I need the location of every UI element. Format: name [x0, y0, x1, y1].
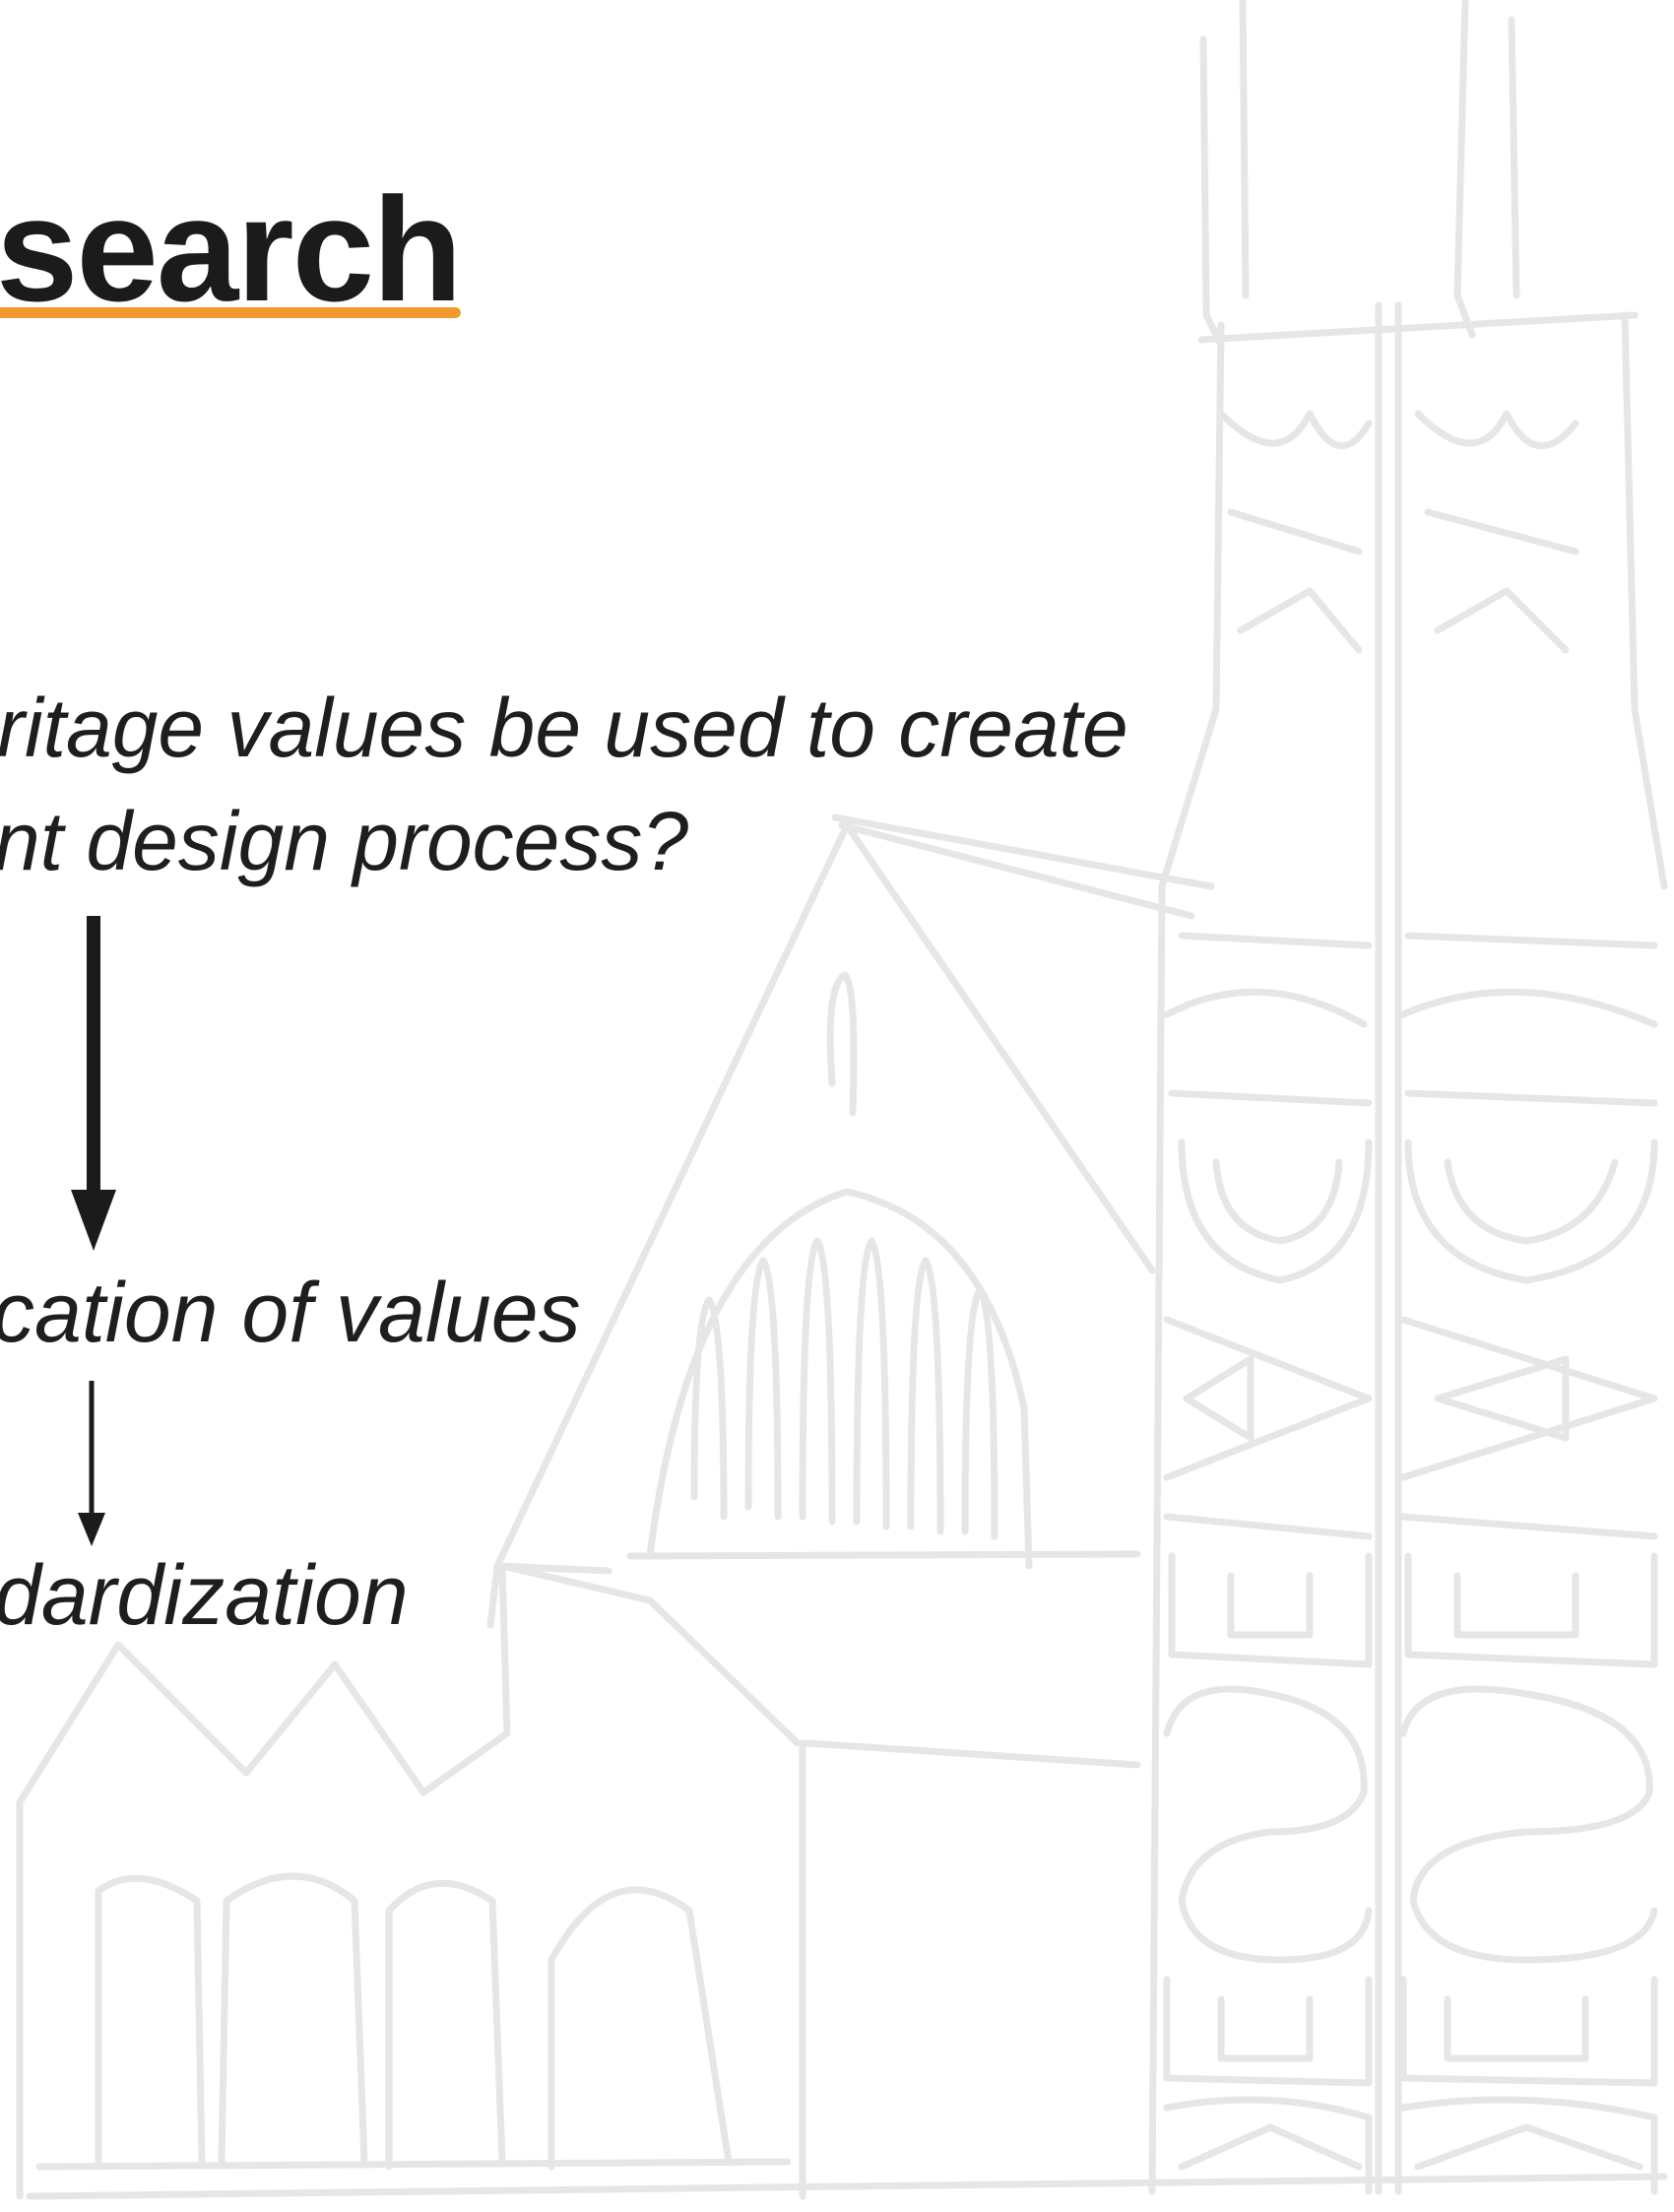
- slide-title: search: [0, 166, 463, 332]
- step-standardization: dardization: [0, 1548, 409, 1643]
- research-question-line-1: ritage values be used to create: [0, 682, 1128, 774]
- arrow-down-icon: [71, 916, 116, 1251]
- research-question-line-2: nt design process?: [0, 795, 689, 887]
- title-underline: [0, 307, 461, 318]
- step-identification: cation of values: [0, 1266, 581, 1360]
- arrow-down-icon: [78, 1381, 105, 1546]
